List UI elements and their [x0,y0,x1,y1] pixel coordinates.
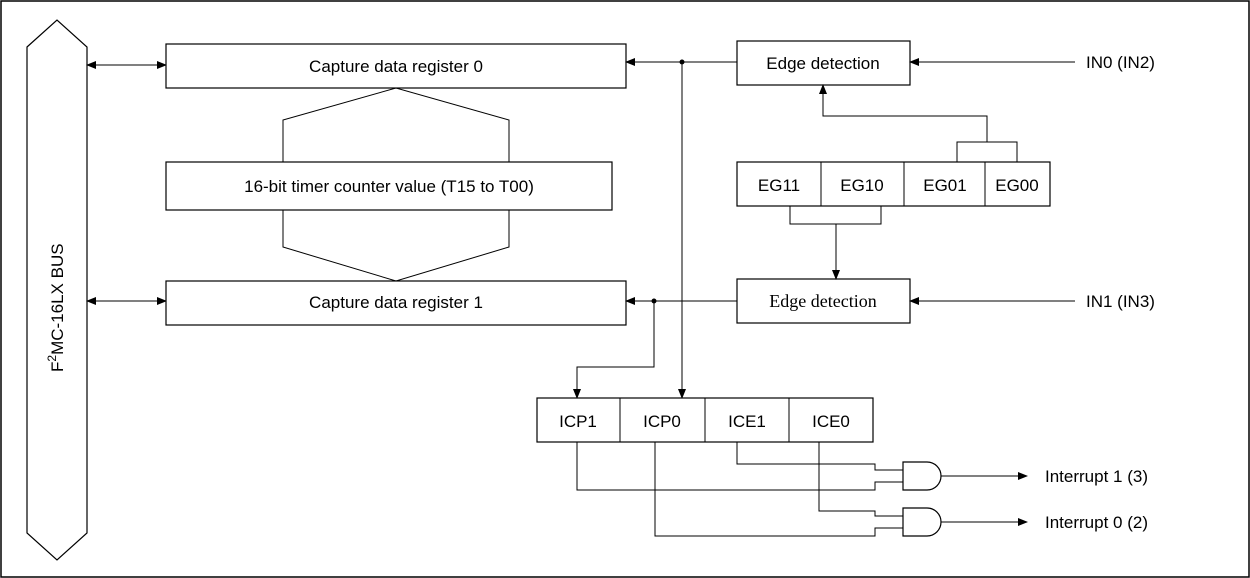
timer-counter-label: 16-bit timer counter value (T15 to T00) [244,177,534,196]
input-label-0: IN0 (IN2) [1086,53,1155,72]
and-gate-0 [902,507,942,537]
eg0-bracket [956,141,1018,162]
bus-label: F2MC-16LX BUS [45,243,67,372]
timer-link-upper [282,87,510,162]
eg-bit-label: EG00 [995,176,1038,195]
bus-shape [26,19,88,561]
icp1-to-gate-line [576,442,903,491]
timer-link-lower [282,210,510,282]
edge-detection-0 [736,40,911,86]
interrupt-0-label: Interrupt 0 (2) [1045,513,1148,532]
ic-bit-label: ICP0 [643,412,681,431]
eg-bit-label: EG01 [923,176,966,195]
capture-register-0-label: Capture data register 0 [309,57,483,76]
ic-bit-label: ICP1 [559,412,597,431]
edge-detection-1-label: Edge detection [769,291,876,311]
capture-1-flag-line [573,301,655,399]
input-label-1: IN1 (IN3) [1086,292,1155,311]
timer-counter-box [165,161,613,211]
interrupt-1-label: Interrupt 1 (3) [1045,467,1148,486]
edge-detection-1 [736,278,911,324]
icp0-to-gate-line [654,442,903,537]
eg-bit-label: EG11 [758,176,800,195]
capture-register-1-label: Capture data register 1 [309,293,483,312]
eg-bits-register: EG11 EG10 EG01 EG00 [736,161,1051,207]
ice0-to-gate-line [818,442,903,517]
edge-detection-0-label: Edge detection [766,54,879,73]
and-gate-1 [902,461,942,491]
ice1-to-gate-line [736,442,903,471]
ic-bit-label: ICE0 [812,412,850,431]
eg0-select-line [819,84,988,142]
ic-bit-label: ICE1 [728,412,766,431]
ic-bits-register: ICP1 ICP0 ICE1 ICE0 [536,397,874,443]
eg-bit-label: EG10 [840,176,883,195]
eg1-bracket [789,206,882,225]
